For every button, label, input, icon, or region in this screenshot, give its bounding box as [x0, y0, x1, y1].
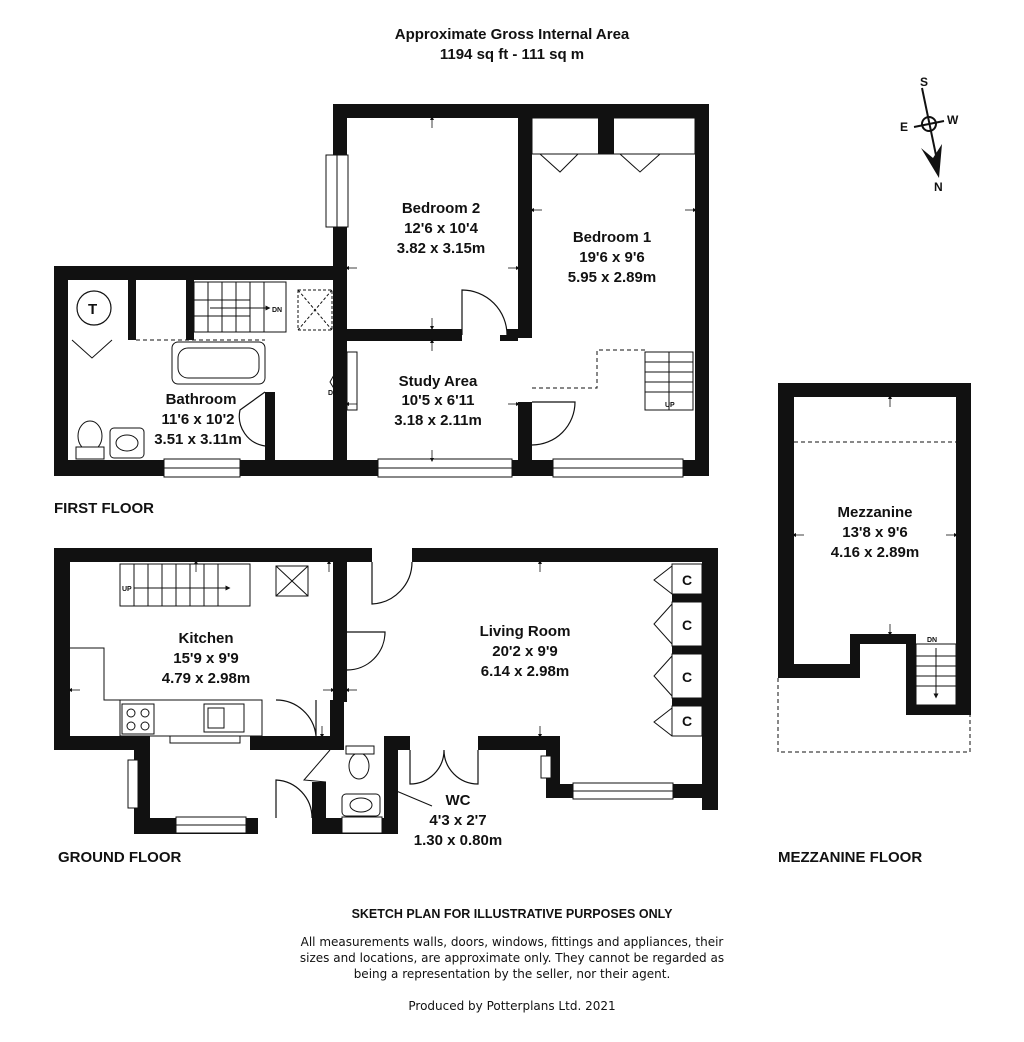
living-imperial: 20'2 x 9'9 — [492, 643, 558, 660]
mezzanine-dn-label: DN — [927, 637, 937, 644]
compass-e: E — [900, 120, 908, 134]
compass-n: N — [934, 180, 943, 194]
stairs-down-label: DN — [272, 307, 282, 314]
mezzanine-imperial: 13'8 x 9'6 — [842, 524, 908, 541]
mezzanine-plan: DN Mezzanine 13'8 x 9'6 4.16 x 2.89m — [777, 383, 971, 753]
kitchen-stairs-up-label: UP — [122, 586, 132, 593]
bathroom-imperial: 11'6 x 10'2 — [161, 411, 234, 428]
mezzanine-name: Mezzanine — [837, 504, 912, 521]
bathroom-name: Bathroom — [166, 391, 237, 408]
disclaimer-line-2: sizes and locations, are approximate onl… — [299, 951, 725, 965]
mezzanine-floor-label: MEZZANINE FLOOR — [778, 849, 923, 866]
study-metric: 3.18 x 2.11m — [394, 412, 482, 429]
first-floor-plan: T DN DN UP — [54, 104, 709, 478]
bedroom2-imperial: 12'6 x 10'4 — [404, 220, 479, 237]
kitchen-imperial: 15'9 x 9'9 — [173, 650, 239, 667]
ground-floor-plan: UP C C C C — [54, 548, 718, 849]
tank-label: T — [88, 301, 97, 318]
cupboard-1-label: C — [682, 572, 692, 588]
bedroom2-name: Bedroom 2 — [402, 200, 480, 217]
area-title: Approximate Gross Internal Area — [394, 26, 630, 43]
wc-name: WC — [446, 792, 471, 809]
bedroom2-metric: 3.82 x 3.15m — [397, 240, 485, 257]
mezzanine-metric: 4.16 x 2.89m — [831, 544, 919, 561]
disclaimer-line-1: All measurements walls, doors, windows, … — [300, 935, 724, 949]
bedroom1-metric: 5.95 x 2.89m — [568, 269, 656, 286]
kitchen-name: Kitchen — [178, 630, 233, 647]
compass-w: W — [947, 113, 959, 127]
study-dn-label: DN — [328, 390, 338, 397]
study-imperial: 10'5 x 6'11 — [401, 392, 474, 409]
first-floor-label: FIRST FLOOR — [54, 500, 154, 517]
compass-icon: S E W N — [900, 75, 959, 194]
bedroom1-name: Bedroom 1 — [573, 229, 651, 246]
disclaimer-line-3: being a representation by the seller, no… — [353, 967, 671, 981]
disclaimer-title: SKETCH PLAN FOR ILLUSTRATIVE PURPOSES ON… — [351, 907, 673, 921]
plan-credit: Produced by Potterplans Ltd. 2021 — [408, 999, 616, 1013]
wc-metric: 1.30 x 0.80m — [414, 832, 502, 849]
living-metric: 6.14 x 2.98m — [481, 663, 569, 680]
living-name: Living Room — [480, 623, 571, 640]
bedroom1-up-label: UP — [665, 402, 675, 409]
cupboard-2-label: C — [682, 617, 692, 633]
area-total: 1194 sq ft - 111 sq m — [439, 46, 585, 63]
wc-imperial: 4'3 x 2'7 — [429, 812, 486, 829]
cupboard-4-label: C — [682, 713, 692, 729]
compass-s: S — [920, 75, 928, 89]
bathroom-metric: 3.51 x 3.11m — [154, 431, 242, 448]
study-name: Study Area — [399, 373, 478, 390]
ground-floor-label: GROUND FLOOR — [58, 849, 182, 866]
kitchen-metric: 4.79 x 2.98m — [162, 670, 250, 687]
cupboard-3-label: C — [682, 669, 692, 685]
bedroom1-imperial: 19'6 x 9'6 — [579, 249, 645, 266]
